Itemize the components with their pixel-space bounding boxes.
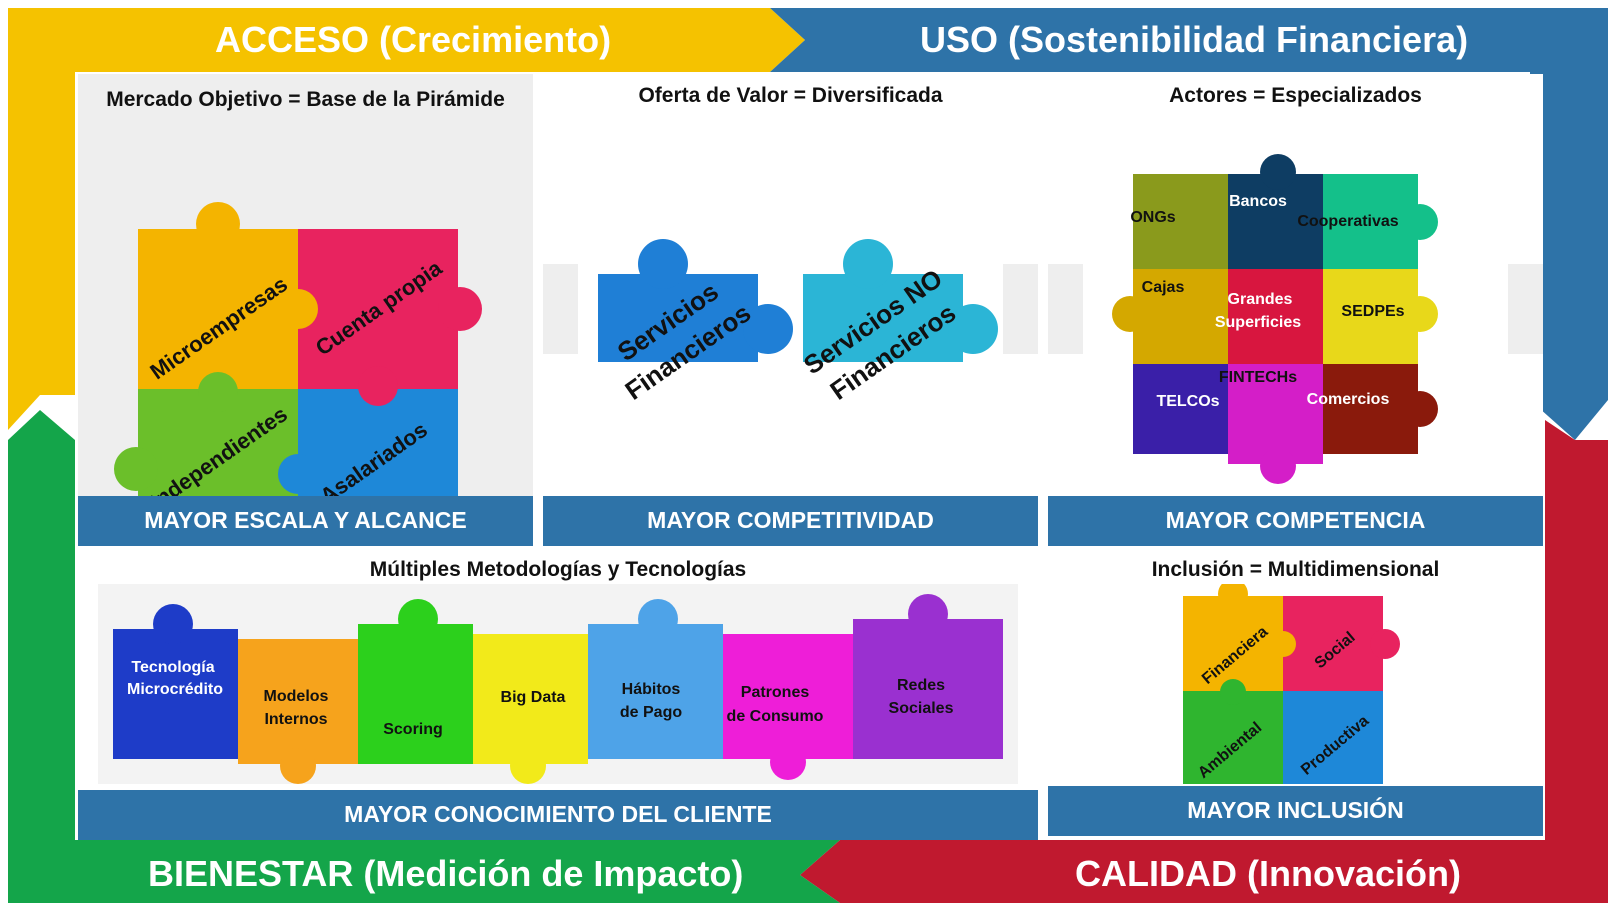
piece-label-superficies: Superficies <box>1215 314 1301 331</box>
puzzle-piece-bancos <box>1228 174 1323 269</box>
oferta-puzzle: Servicios Financieros Servicios NO Finan… <box>543 239 1038 514</box>
puzzle-piece-telcos <box>1133 364 1228 454</box>
puzzle-piece-modelos-internos <box>238 639 358 764</box>
metodologias-puzzle: Tecnología Microcrédito Modelos Internos… <box>98 584 1018 784</box>
puzzle-piece-ambiental <box>1183 691 1283 784</box>
mercado-title: Mercado Objetivo = Base de la Pirámide <box>106 88 505 111</box>
piece-label-microcredito: Microcrédito <box>127 681 223 698</box>
piece-label-habitos: Hábitos <box>622 681 681 698</box>
metodologias-panel: Múltiples Metodologías y Tecnologías Tec… <box>78 554 1038 788</box>
puzzle-piece-scoring <box>358 624 473 764</box>
oferta-panel: Oferta de Valor = Diversificada Servicio… <box>543 74 1038 546</box>
puzzle-piece-financiera <box>1183 596 1283 691</box>
piece-label-big-data: Big Data <box>501 689 566 706</box>
calidad-arrow <box>800 420 1608 903</box>
piece-label-comercios: Comercios <box>1307 391 1390 408</box>
puzzle-piece-tecnologia-microcredito <box>113 629 238 759</box>
puzzle-piece-fintechs <box>1228 364 1323 464</box>
piece-label-de-pago: de Pago <box>620 704 682 721</box>
piece-label-modelos: Modelos <box>264 688 329 705</box>
bienestar-arrow <box>8 410 840 903</box>
inclusion-footer: MAYOR INCLUSIÓN <box>1048 786 1543 836</box>
piece-label-internos: Internos <box>264 711 327 728</box>
piece-label-sociales: Sociales <box>889 700 954 717</box>
puzzle-piece-patrones-de-consumo <box>723 634 853 759</box>
piece-label-cooperativas: Cooperativas <box>1297 213 1398 230</box>
acceso-arrow <box>8 8 805 430</box>
puzzle-piece-cajas <box>1133 269 1228 364</box>
uso-arrow <box>770 8 1608 440</box>
piece-label-redes: Redes <box>897 677 945 694</box>
piece-label-fintechs: FINTECHs <box>1219 369 1297 386</box>
piece-label-telcos: TELCOs <box>1156 393 1219 410</box>
actores-title: Actores = Especializados <box>1169 84 1422 107</box>
puzzle-piece-grandes-superficies <box>1228 269 1323 364</box>
mercado-puzzle: Microempresas Cuenta propia Independient… <box>114 202 482 534</box>
inclusion-title: Inclusión = Multidimensional <box>1151 558 1440 581</box>
mercado-footer: MAYOR ESCALA Y ALCANCE <box>78 496 533 546</box>
uso-title: USO (Sostenibilidad Financiera) <box>920 19 1469 60</box>
acceso-title: ACCESO (Crecimiento) <box>215 19 612 60</box>
actores-footer: MAYOR COMPETENCIA <box>1048 496 1543 546</box>
piece-label-sedpes: SEDPEs <box>1341 303 1404 320</box>
puzzle-piece-social <box>1283 596 1383 691</box>
puzzle-piece-ongs <box>1133 174 1228 269</box>
puzzle-piece-microempresas <box>138 229 298 389</box>
piece-label-de-consumo: de Consumo <box>727 708 824 725</box>
piece-label-bancos: Bancos <box>1229 193 1287 210</box>
piece-label-scoring: Scoring <box>383 721 443 738</box>
puzzle-piece-sedpes <box>1323 269 1418 364</box>
piece-label-tecnologia: Tecnología <box>131 659 214 676</box>
oferta-title: Oferta de Valor = Diversificada <box>638 84 943 107</box>
puzzle-piece-big-data <box>473 634 588 764</box>
actores-panel: Actores = Especializados ONGs Bancos Coo… <box>1048 74 1543 546</box>
actores-puzzle: ONGs Bancos Cooperativas Cajas Grandes S… <box>1048 154 1543 484</box>
piece-label-cajas: Cajas <box>1142 279 1185 296</box>
metodologias-footer: MAYOR CONOCIMIENTO DEL CLIENTE <box>78 790 1038 840</box>
metodologias-title: Múltiples Metodologías y Tecnologías <box>369 558 747 581</box>
inclusion-panel: Inclusión = Multidimensional Financiera … <box>1048 554 1543 788</box>
calidad-title: CALIDAD (Innovación) <box>1075 853 1461 894</box>
puzzle-piece-redes-sociales <box>853 619 1003 759</box>
piece-label-ongs: ONGs <box>1130 209 1175 226</box>
inclusion-puzzle: Financiera Social Ambiental Productiva <box>1183 584 1400 784</box>
bienestar-title: BIENESTAR (Medición de Impacto) <box>148 853 744 894</box>
mercado-panel: Mercado Objetivo = Base de la Pirámide M… <box>78 74 533 546</box>
piece-label-patrones: Patrones <box>741 684 810 701</box>
puzzle-piece-habitos-de-pago <box>588 624 723 759</box>
oferta-footer: MAYOR COMPETITIVIDAD <box>543 496 1038 546</box>
puzzle-piece-productiva <box>1283 691 1383 784</box>
piece-label-grandes: Grandes <box>1228 291 1293 308</box>
puzzle-piece-cuenta-propia <box>298 229 458 389</box>
